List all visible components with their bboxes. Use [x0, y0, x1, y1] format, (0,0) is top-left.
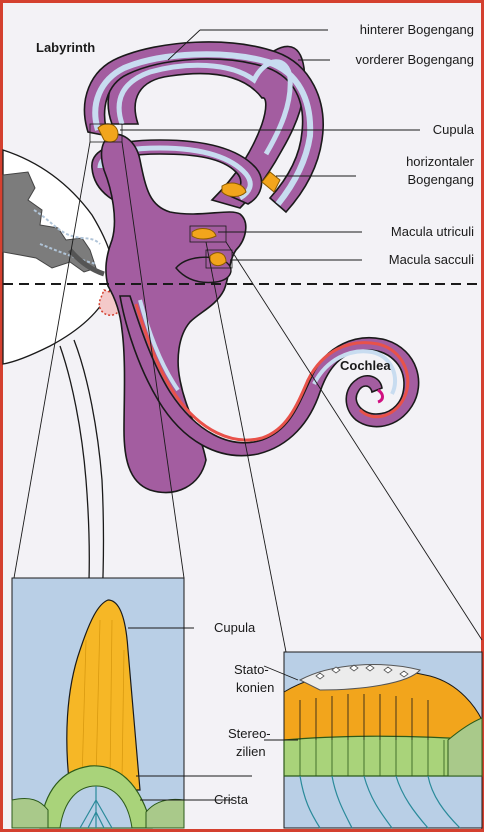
labyrinth-title: Labyrinth	[36, 40, 95, 55]
label-detail-cupula: Cupula	[214, 620, 256, 635]
label-horizontaler-line2: Bogengang	[407, 172, 474, 187]
label-horizontaler-line1: horizontaler	[406, 154, 475, 169]
label-stereozilien-line2: zilien	[236, 744, 266, 759]
label-vorderer-bogengang: vorderer Bogengang	[355, 52, 474, 67]
label-stereozilien-line1: Stereo-	[228, 726, 271, 741]
label-macula-utriculi: Macula utriculi	[391, 224, 474, 239]
cochlea-title: Cochlea	[340, 358, 391, 373]
macula-inset	[264, 652, 482, 828]
label-macula-sacculi: Macula sacculi	[389, 252, 474, 267]
label-hinterer-bogengang: hinterer Bogengang	[360, 22, 474, 37]
label-statokonien-line2: konien	[236, 680, 274, 695]
label-crista: Crista	[214, 792, 249, 807]
label-cupula: Cupula	[433, 122, 475, 137]
label-statokonien-line1: Stato-	[234, 662, 269, 677]
